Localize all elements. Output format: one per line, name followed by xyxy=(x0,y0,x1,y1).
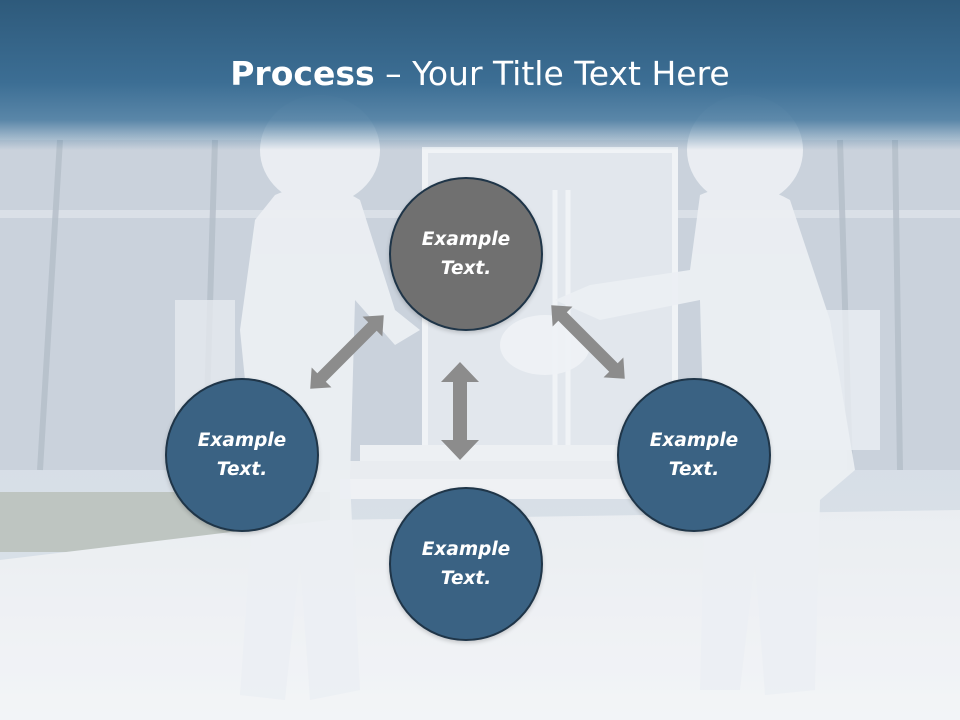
node-right: Example Text. xyxy=(617,378,771,532)
node-top-line2: Text. xyxy=(440,258,492,279)
node-bottom-line2: Text. xyxy=(440,568,492,589)
node-top-line1: Example xyxy=(421,229,511,250)
title-band xyxy=(0,0,960,150)
slide-title: Process – Your Title Text Here xyxy=(0,52,960,96)
title-rest: – Your Title Text Here xyxy=(374,54,730,93)
node-right-line1: Example xyxy=(649,430,739,451)
node-right-line2: Text. xyxy=(668,459,720,480)
arrow-right-top xyxy=(551,305,625,379)
node-left-line2: Text. xyxy=(216,459,268,480)
node-top: Example Text. xyxy=(389,177,543,331)
arrow-left-top xyxy=(310,315,384,389)
node-left: Example Text. xyxy=(165,378,319,532)
node-bottom: Example Text. xyxy=(389,487,543,641)
title-bold: Process xyxy=(230,54,375,93)
node-bottom-line1: Example xyxy=(421,539,511,560)
node-left-line1: Example xyxy=(197,430,287,451)
arrow-vertical xyxy=(441,362,479,460)
